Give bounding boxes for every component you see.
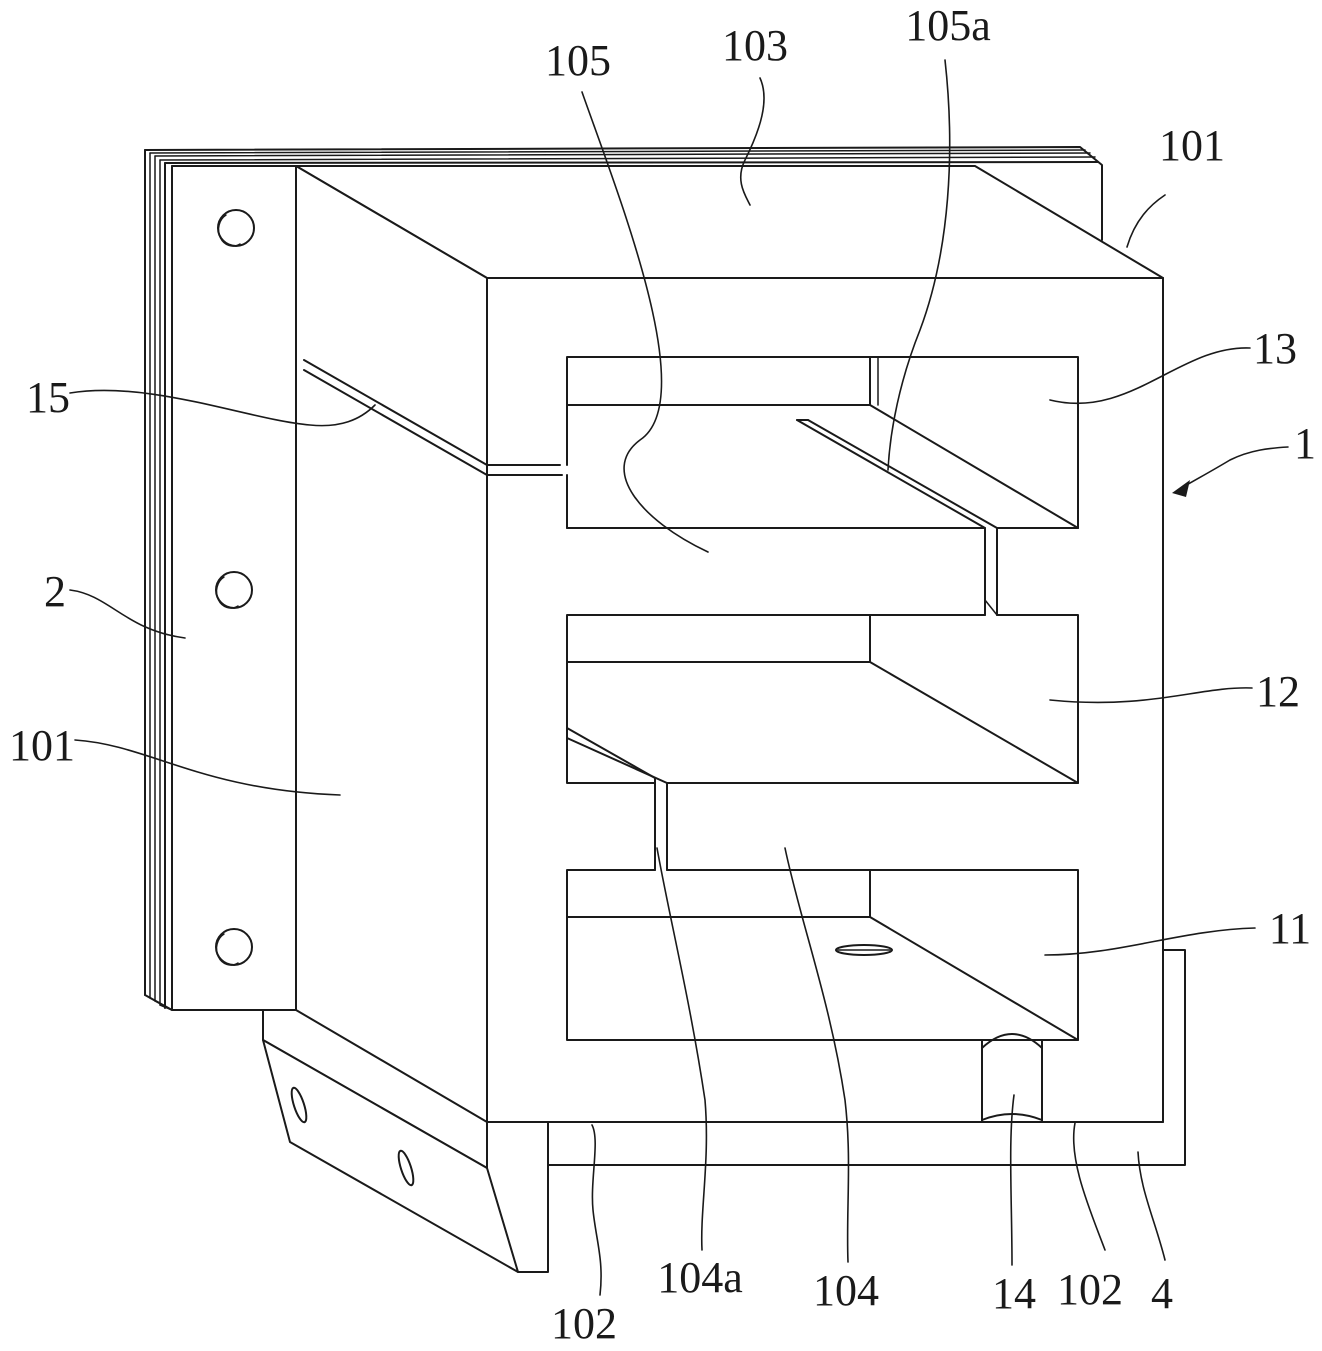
label-105: 105 xyxy=(545,36,611,85)
upper-window xyxy=(566,356,1079,616)
lower-window xyxy=(566,869,1079,1041)
leader-lines xyxy=(69,59,1289,1296)
label-104a: 104a xyxy=(657,1253,743,1302)
label-101-top: 101 xyxy=(1159,121,1225,170)
screw-hole-bottom xyxy=(215,928,253,966)
bottom-bracket xyxy=(262,1009,549,1273)
label-101-left: 101 xyxy=(9,721,75,770)
label-105a: 105a xyxy=(905,1,991,50)
label-104: 104 xyxy=(813,1266,879,1315)
label-102-right: 102 xyxy=(1057,1265,1123,1314)
label-2: 2 xyxy=(44,567,66,616)
label-15: 15 xyxy=(26,373,70,422)
label-1: 1 xyxy=(1294,419,1316,468)
label-11: 11 xyxy=(1269,904,1311,953)
label-102-left: 102 xyxy=(551,1299,617,1348)
hinge-strip xyxy=(171,165,297,1011)
main-body xyxy=(295,165,1164,1123)
screw-hole-top xyxy=(217,209,255,247)
label-14: 14 xyxy=(992,1269,1036,1318)
back-plate xyxy=(144,146,1103,1011)
middle-window xyxy=(566,614,1079,871)
bore xyxy=(981,1033,1043,1123)
label-4: 4 xyxy=(1151,1269,1173,1318)
arrow-head xyxy=(1172,480,1190,497)
reference-labels: 105 103 105a 101 13 15 1 2 12 101 11 102… xyxy=(9,1,1316,1348)
base-plate xyxy=(547,949,1186,1166)
label-13: 13 xyxy=(1253,324,1297,373)
label-12: 12 xyxy=(1256,667,1300,716)
label-103: 103 xyxy=(722,21,788,70)
screw-hole-middle xyxy=(215,571,253,609)
